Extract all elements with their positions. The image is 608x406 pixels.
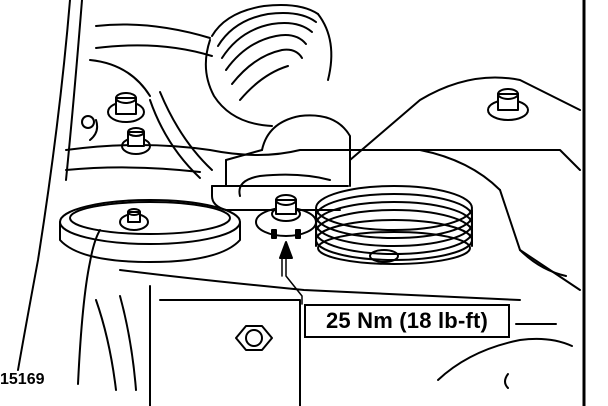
bolt-upper-left — [81, 92, 151, 155]
ribbed-pulley-right — [315, 185, 473, 265]
tensioner-bolt — [255, 194, 317, 239]
engine-block-outline — [17, 0, 101, 385]
figure-number: 15169 — [0, 371, 45, 388]
idler-pulley-left — [59, 199, 241, 263]
torque-spec-label: 25 Nm (18 lb-ft) — [325, 308, 489, 333]
bolt-upper-right — [487, 88, 529, 121]
lower-right-detail — [437, 323, 573, 389]
drive-belt — [89, 23, 213, 179]
upper-belt-pulley — [204, 4, 333, 127]
lower-housing — [95, 269, 521, 406]
hex-plug — [235, 325, 273, 351]
torque-spec-callout: 25 Nm (18 lb-ft) — [304, 304, 510, 338]
callout-leader-arrow — [279, 241, 303, 305]
